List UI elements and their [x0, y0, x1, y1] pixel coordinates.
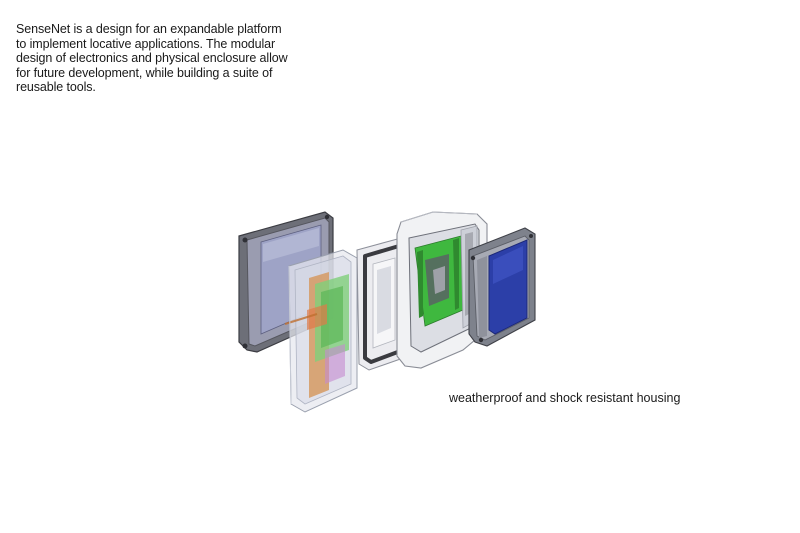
description-line: reusable tools. — [16, 80, 96, 94]
front-cover — [468, 227, 536, 347]
description-line: design of electronics and physical enclo… — [16, 51, 288, 65]
caption: weatherproof and shock resistant housing — [449, 391, 681, 405]
electronics-module — [284, 249, 358, 413]
description-line: to implement locative applications. The … — [16, 36, 276, 51]
main-housing — [396, 211, 488, 369]
exploded-housing-render — [238, 211, 536, 413]
description-line: for future development, while building a… — [16, 65, 273, 80]
description-text: SenseNet is a design for an expandable p… — [16, 22, 316, 95]
description-line: SenseNet is a design for an expandable p… — [16, 22, 282, 36]
